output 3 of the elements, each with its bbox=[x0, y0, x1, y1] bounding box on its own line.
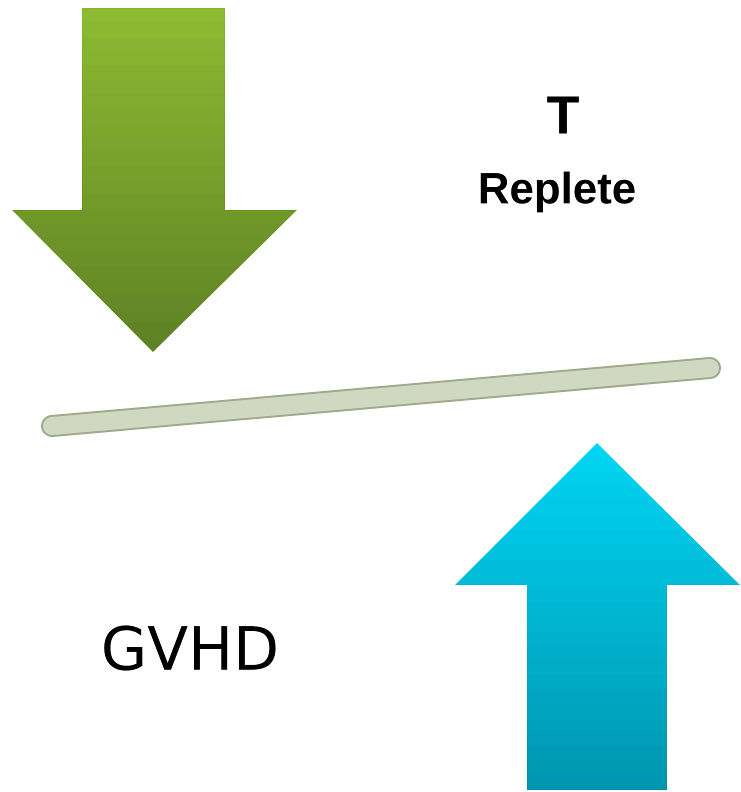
label-text: Replete bbox=[480, 172, 635, 212]
label-text: GVHD bbox=[104, 625, 276, 671]
label-text: T bbox=[547, 96, 579, 134]
